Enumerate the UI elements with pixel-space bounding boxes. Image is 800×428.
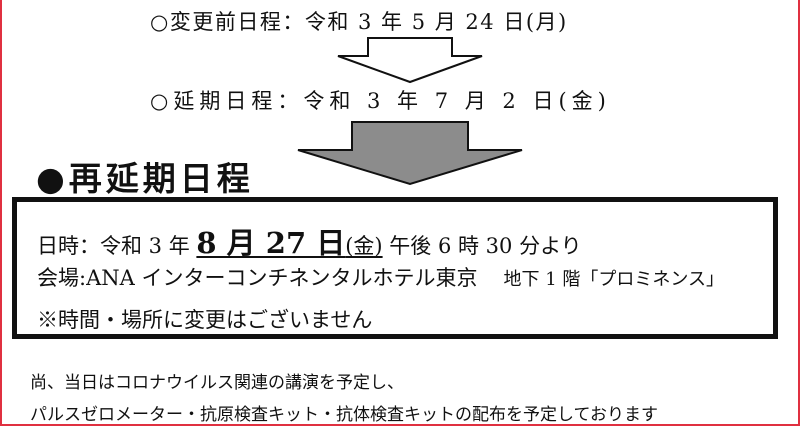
- down-arrow-filled-icon: [297, 121, 523, 186]
- event-date: 8 月 27 日: [196, 226, 346, 260]
- distribution-note: パルスゼロメーター・抗原検査キット・抗体検査キットの配布を予定しております: [30, 405, 658, 425]
- event-venue: 会場:ANA インターコンチネンタルホテル東京 地下 1 階「プロミネンス」: [37, 262, 724, 292]
- original-schedule: ○変更前日程：令和 3 年 5 月 24 日(月): [150, 10, 568, 34]
- down-arrow-outline-icon: [337, 37, 483, 84]
- venue-name: 会場:ANA インターコンチネンタルホテル東京: [37, 266, 478, 290]
- event-time: 午後 6 時 30 分より: [382, 234, 582, 258]
- lecture-note: 尚、当日はコロナウイルス関連の講演を予定し、: [30, 373, 404, 393]
- event-weekday: (金): [345, 234, 383, 258]
- venue-floor: 地下 1 階「プロミネンス」: [503, 269, 725, 290]
- event-details-box: 日時：令和 3 年 8 月 27 日(金) 午後 6 時 30 分より 会場:A…: [12, 197, 778, 339]
- postponed-schedule: ○延期日程：令和 3 年 7 月 2 日(金): [150, 89, 611, 113]
- date-prefix: 日時：令和 3 年: [37, 234, 197, 258]
- rescheduled-heading: ●再延期日程: [36, 159, 254, 198]
- event-datetime: 日時：令和 3 年 8 月 27 日(金) 午後 6 時 30 分より: [37, 220, 582, 262]
- no-change-note: ※時間・場所に変更はございません: [37, 308, 373, 332]
